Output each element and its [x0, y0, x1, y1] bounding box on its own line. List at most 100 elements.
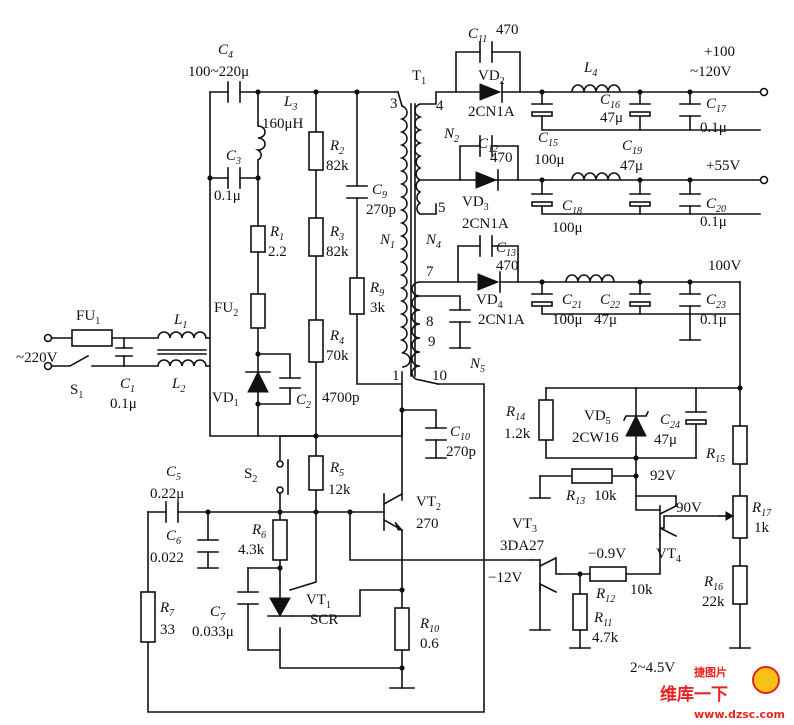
svg-text:R1: R1: [269, 224, 284, 243]
svg-text:C2: C2: [296, 392, 311, 411]
mains-input: [51, 329, 211, 367]
potentiometer-r17: [732, 495, 748, 539]
watermark-badge-icon: [752, 666, 780, 694]
winding-n4-n5: [411, 281, 421, 381]
svg-text:VT1: VT1: [306, 592, 331, 611]
diode-vd2: [479, 83, 502, 101]
winding-n1: [399, 105, 411, 368]
svg-text:82k: 82k: [326, 158, 349, 174]
resistor-r10: [394, 607, 410, 651]
resistor-r16: [732, 565, 748, 605]
svg-text:C9: C9: [372, 182, 387, 201]
svg-text:FU2: FU2: [214, 300, 238, 319]
svg-text:0.1μ: 0.1μ: [700, 312, 727, 328]
svg-text:+100: +100: [704, 44, 735, 60]
svg-text:3DA27: 3DA27: [500, 538, 545, 554]
watermark-badge-text: 捷图片: [694, 665, 727, 679]
svg-text:+55V: +55V: [706, 158, 740, 174]
svg-text:33: 33: [160, 622, 175, 638]
svg-text:C24: C24: [660, 412, 680, 431]
svg-text:92V: 92V: [650, 468, 676, 484]
svg-text:SCR: SCR: [310, 612, 338, 628]
svg-text:C12: C12: [478, 136, 498, 155]
svg-text:100μ: 100μ: [552, 220, 583, 236]
resistor-r14: [538, 399, 554, 441]
svg-text:1k: 1k: [754, 520, 770, 536]
winding-n3: [415, 179, 422, 215]
svg-text:R10: R10: [419, 616, 439, 635]
svg-text:0.1μ: 0.1μ: [110, 396, 137, 412]
svg-text:−0.9V: −0.9V: [588, 546, 626, 562]
svg-text:3: 3: [390, 96, 398, 112]
svg-text:270p: 270p: [446, 444, 476, 460]
resistor-r6: [272, 519, 288, 561]
svg-text:C20: C20: [706, 196, 726, 215]
svg-text:C13: C13: [496, 240, 516, 259]
svg-text:R4: R4: [329, 328, 344, 347]
svg-text:2CN1A: 2CN1A: [478, 312, 525, 328]
svg-text:C16: C16: [600, 92, 620, 111]
svg-text:8: 8: [426, 314, 434, 330]
svg-text:2CN1A: 2CN1A: [462, 216, 509, 232]
svg-text:2CN1A: 2CN1A: [468, 104, 515, 120]
svg-text:−12V: −12V: [488, 570, 522, 586]
resistor-r15: [732, 425, 748, 465]
svg-text:C11: C11: [468, 26, 487, 45]
resistor-r11: [572, 593, 588, 631]
svg-text:2~4.5V: 2~4.5V: [630, 660, 675, 676]
svg-text:VT4: VT4: [656, 546, 681, 565]
svg-text:VD1: VD1: [212, 390, 239, 409]
svg-text:R3: R3: [329, 224, 344, 243]
svg-text:C21: C21: [562, 292, 582, 311]
svg-text:C15: C15: [538, 130, 558, 149]
svg-text:~220V: ~220V: [16, 350, 58, 366]
svg-text:4.3k: 4.3k: [238, 542, 265, 558]
svg-text:C1: C1: [120, 376, 135, 395]
inductor-l3: [254, 125, 266, 161]
resistor-r12: [589, 566, 627, 582]
svg-text:4700p: 4700p: [322, 390, 360, 406]
svg-text:1: 1: [392, 368, 400, 384]
svg-text:90V: 90V: [676, 500, 702, 516]
svg-text:22k: 22k: [702, 594, 725, 610]
svg-text:T1: T1: [412, 68, 426, 87]
svg-text:C19: C19: [622, 138, 642, 157]
svg-text:2.2: 2.2: [268, 244, 287, 260]
svg-text:470: 470: [496, 22, 519, 38]
svg-text:1.2k: 1.2k: [504, 426, 531, 442]
svg-text:N1: N1: [379, 232, 395, 251]
svg-text:R7: R7: [159, 600, 175, 619]
svg-text:0.6: 0.6: [420, 636, 439, 652]
diode-vd3: [475, 171, 498, 189]
svg-text:47μ: 47μ: [594, 312, 617, 328]
inductor-l2: [157, 359, 207, 367]
svg-text:100μ: 100μ: [552, 312, 583, 328]
components: [140, 41, 751, 651]
svg-text:VD2: VD2: [478, 68, 505, 87]
svg-text:82k: 82k: [326, 244, 349, 260]
svg-text:R13: R13: [565, 488, 585, 507]
svg-text:C7: C7: [210, 604, 226, 623]
svg-text:VT2: VT2: [416, 494, 441, 513]
svg-text:R5: R5: [329, 460, 344, 479]
scr-vt1: [269, 597, 291, 618]
svg-text:470: 470: [496, 258, 519, 274]
svg-text:7: 7: [426, 264, 434, 280]
watermark-brand: 维库一下: [660, 684, 728, 705]
svg-text:10k: 10k: [630, 582, 653, 598]
svg-text:R16: R16: [703, 574, 723, 593]
svg-text:R14: R14: [505, 404, 525, 423]
resistor-r2: [308, 131, 324, 171]
fuse-fu2: [250, 293, 266, 329]
svg-text:VD5: VD5: [584, 408, 611, 427]
svg-text:N4: N4: [425, 232, 441, 251]
svg-text:C5: C5: [166, 464, 181, 483]
watermark: 捷图片 维库一下 www.dzsc.com: [660, 665, 785, 721]
svg-text:L4: L4: [583, 60, 597, 79]
diode-vd1: [247, 370, 269, 393]
svg-text:R9: R9: [369, 280, 384, 299]
svg-text:0.1μ: 0.1μ: [700, 214, 727, 230]
svg-text:C6: C6: [166, 528, 181, 547]
zener-vd5: [625, 414, 647, 437]
svg-text:0.033μ: 0.033μ: [192, 624, 234, 640]
